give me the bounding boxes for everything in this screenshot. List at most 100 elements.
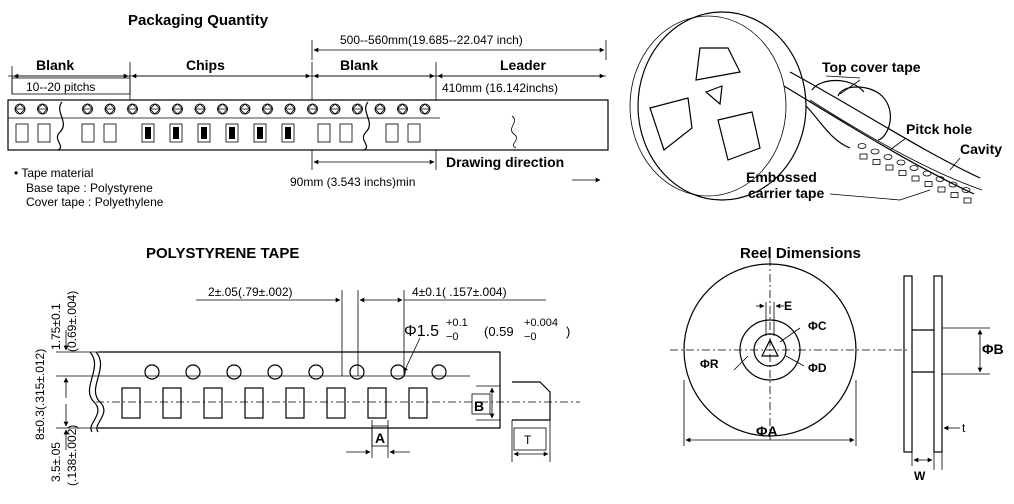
chip bbox=[229, 127, 235, 139]
sprocket-hole-mark bbox=[329, 103, 341, 115]
tape-break-right bbox=[362, 101, 371, 151]
dim-8-label: 8±0.3(.315±.012) bbox=[33, 349, 47, 440]
sprocket-hole-mark bbox=[149, 103, 161, 115]
packaging-title: Packaging Quantity bbox=[128, 12, 269, 29]
section-chips: Chips bbox=[186, 57, 225, 73]
pitch-small-label: 2±.05(.79±.002) bbox=[208, 285, 293, 299]
tape-pocket bbox=[141, 123, 155, 143]
packaging-quantity-section: Packaging Quantity 500--560mm(19.685--22… bbox=[7, 12, 609, 209]
sprocket-hole-mark bbox=[261, 103, 274, 115]
leader-break bbox=[511, 115, 517, 149]
carrier-hole bbox=[935, 176, 945, 182]
sprocket-hole-mark bbox=[374, 103, 386, 115]
ps-sprocket-hole bbox=[144, 364, 160, 380]
tape-pocket bbox=[339, 123, 353, 143]
dim-175-label: 1.75±0.1 bbox=[49, 303, 63, 350]
ps-pocket bbox=[408, 387, 428, 419]
reel-dimensions-section: Reel Dimensions E ΦC ΦR ΦD ΦA ΦB bbox=[670, 245, 1004, 483]
dim-35-label: 3.5±.05 bbox=[49, 442, 63, 482]
polystyrene-title: POLYSTYRENE TAPE bbox=[146, 245, 299, 262]
chip bbox=[201, 127, 207, 139]
ps-sprocket-hole bbox=[185, 364, 201, 380]
reel-label-a: ΦA bbox=[756, 423, 778, 439]
sprocket-hole-mark bbox=[194, 103, 206, 115]
cover-tape-label: Cover tape : Polyethylene bbox=[26, 195, 164, 209]
sprocket-hole-mark bbox=[104, 103, 116, 115]
ps-sprocket-hole bbox=[226, 364, 242, 380]
pitch-hole-label: Pitck hole bbox=[906, 121, 972, 137]
chip bbox=[285, 127, 291, 139]
carrier-cavity bbox=[963, 197, 972, 204]
label-b: B bbox=[474, 398, 484, 414]
tape-pocket bbox=[197, 123, 211, 143]
hole-inch-down: −0 bbox=[524, 331, 537, 343]
sprocket-hole-mark bbox=[396, 103, 409, 115]
ps-pocket bbox=[203, 387, 223, 419]
carrier-cavity bbox=[911, 175, 920, 182]
pitch-large-label: 4±0.1( .157±.004) bbox=[412, 285, 507, 299]
sprocket-hole-mark bbox=[239, 103, 251, 115]
section-blank-1: Blank bbox=[36, 57, 74, 73]
reel-illustration: Top cover tape Pitck hole Cavity Embosse… bbox=[629, 11, 1002, 204]
sprocket-hole-mark bbox=[81, 103, 94, 115]
tape-pocket bbox=[281, 123, 295, 143]
carrier-hole bbox=[883, 154, 893, 160]
total-length-label: 500--560mm(19.685--22.047 inch) bbox=[340, 33, 523, 47]
cavity-label: Cavity bbox=[960, 141, 1002, 157]
tape-pocket bbox=[385, 123, 399, 143]
sprocket-hole-mark bbox=[306, 103, 319, 115]
reel-label-d: ΦD bbox=[808, 361, 827, 375]
blank-pitch-label: 10--20 pitchs bbox=[26, 80, 95, 94]
sprocket-hole-mark bbox=[36, 103, 49, 115]
tape-pocket bbox=[169, 123, 183, 143]
carrier-hole bbox=[948, 181, 958, 188]
polystyrene-sprocket-holes bbox=[144, 364, 447, 380]
tape-pocket bbox=[103, 123, 117, 143]
chip bbox=[145, 127, 151, 139]
label-a: A bbox=[375, 430, 385, 446]
carrier-cavity bbox=[898, 170, 907, 176]
dim-138-label: (.138±.002) bbox=[65, 425, 79, 486]
ps-sprocket-hole bbox=[267, 364, 283, 380]
ps-pocket bbox=[121, 387, 141, 419]
tape-pocket bbox=[253, 123, 267, 143]
sprocket-hole-mark bbox=[171, 103, 184, 115]
polystyrene-pockets bbox=[121, 387, 428, 419]
embossed-label-2: carrier tape bbox=[748, 185, 824, 201]
ps-pocket bbox=[162, 387, 182, 419]
blank-min-label: 90mm (3.543 inchs)min bbox=[290, 175, 415, 189]
carrier-cavity bbox=[885, 164, 894, 171]
carrier-hole bbox=[857, 143, 867, 149]
tape-material-title: • Tape material bbox=[14, 166, 93, 180]
sprocket-hole-mark bbox=[14, 103, 26, 115]
carrier-hole bbox=[909, 165, 919, 171]
reel-dims-title: Reel Dimensions bbox=[740, 245, 861, 262]
carrier-hole bbox=[896, 159, 906, 166]
top-cover-tape-label: Top cover tape bbox=[822, 59, 921, 75]
tape-pocket bbox=[225, 123, 239, 143]
reel-label-r: ΦR bbox=[700, 357, 719, 371]
carrier-hole bbox=[922, 170, 932, 177]
dim-069-label: (0.69±.004) bbox=[65, 291, 79, 352]
tape-pocket bbox=[407, 123, 421, 143]
tape-pocket bbox=[37, 123, 51, 143]
leader-length-label: 410mm (16.142inchs) bbox=[442, 81, 558, 95]
carrier-cavity bbox=[924, 181, 933, 187]
ps-pocket bbox=[285, 387, 305, 419]
carrier-cavity bbox=[859, 153, 868, 160]
reel-label-b: ΦB bbox=[982, 341, 1004, 357]
carrier-hole bbox=[870, 148, 880, 155]
carrier-hole bbox=[961, 187, 971, 193]
ps-sprocket-hole bbox=[431, 364, 447, 380]
reel-label-e: E bbox=[784, 299, 792, 313]
ps-sprocket-hole bbox=[349, 364, 365, 380]
reel-label-c: ΦC bbox=[808, 319, 827, 333]
ps-sprocket-hole bbox=[308, 364, 324, 380]
ps-pocket bbox=[326, 387, 346, 419]
embossed-label-1: Embossed bbox=[746, 169, 817, 185]
carrier-tape-holes bbox=[857, 143, 972, 204]
chip bbox=[257, 127, 263, 139]
carrier-cavity bbox=[937, 186, 946, 193]
reel-label-t: t bbox=[962, 421, 966, 435]
